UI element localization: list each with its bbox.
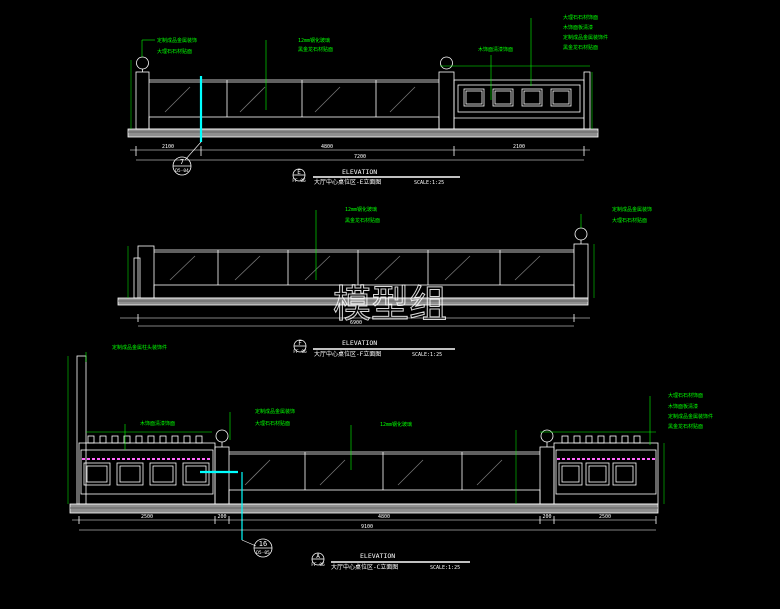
note-a-leftmid-1: 定制成品金属装饰 xyxy=(255,408,295,415)
note-f-mid-1: 12mm钢化玻璃 xyxy=(345,206,377,213)
elev-a-scale: SCALE:1:25 xyxy=(430,565,460,571)
note-f-right-2: 大理石石材贴面 xyxy=(612,217,647,224)
floor-slab xyxy=(127,128,599,138)
note-e-mid-2: 黑金龙石材贴面 xyxy=(298,46,333,53)
elevation-e xyxy=(127,18,599,182)
note-a-right-2: 木饰面板清漆 xyxy=(668,403,698,410)
section-a-number: 16 xyxy=(259,540,267,548)
dim-a-3: 4800 xyxy=(378,514,390,520)
dim-a-2: 200 xyxy=(217,514,226,520)
elev-e-heading: ELEVATION xyxy=(342,168,377,176)
note-e-right-2: 木饰面板清漆 xyxy=(563,24,593,31)
note-f-mid-2: 黑金龙石材贴面 xyxy=(345,217,380,224)
note-e-center-1: 木饰面清漆饰面 xyxy=(478,46,513,53)
note-e-right-4: 黑金龙石材贴面 xyxy=(563,44,598,51)
dim-e-2: 4800 xyxy=(321,144,333,150)
elev-a-caption: 大厅中心桌位区-C立面图 xyxy=(331,563,398,571)
note-e-mid-1: 12mm钢化玻璃 xyxy=(298,37,330,44)
elev-f-caption: 大厅中心桌位区-F立面图 xyxy=(314,350,381,358)
floor-slab xyxy=(69,503,659,514)
note-a-leftmid-2: 大理石石材贴面 xyxy=(255,420,290,427)
dim-a-4: 200 xyxy=(542,514,551,520)
note-a-top-1: 定制成品金属柱头装饰件 xyxy=(112,344,167,351)
section-e-number: 7 xyxy=(180,158,184,166)
elev-e-sheet: FF-06 xyxy=(292,178,306,184)
elev-e-scale: SCALE:1:25 xyxy=(414,180,444,186)
elev-f-letter: F xyxy=(298,340,302,347)
elev-e-letter: E xyxy=(297,169,301,176)
note-a-mid-1: 12mm钢化玻璃 xyxy=(380,421,412,428)
section-a-sheet: D5-05 xyxy=(256,550,270,556)
elev-f-sheet: FF-06 xyxy=(293,349,307,355)
elevation-f xyxy=(117,210,595,353)
elev-a-letter: A xyxy=(316,553,320,560)
dim-a-total: 9100 xyxy=(361,524,373,530)
elev-f-scale: SCALE:1:25 xyxy=(412,352,442,358)
note-e-right-1: 大理石石材饰面 xyxy=(563,14,598,21)
dim-a-5: 2500 xyxy=(599,514,611,520)
note-a-right-1: 大理石石材饰面 xyxy=(668,392,703,399)
elev-a-heading: ELEVATION xyxy=(360,552,395,560)
section-e-sheet: D5-04 xyxy=(175,168,189,174)
note-a-right-3: 定制成品金属装饰件 xyxy=(668,413,713,420)
note-f-right-1: 定制成品金属装饰 xyxy=(612,206,652,213)
note-e-left-2: 大理石石材贴面 xyxy=(157,48,192,55)
dim-e-total: 7200 xyxy=(354,154,366,160)
elevation-a xyxy=(67,352,665,566)
dim-e-1: 2100 xyxy=(162,144,174,150)
elev-a-sheet: FF-06 xyxy=(311,562,325,568)
note-e-right-3: 定制成品金属装饰件 xyxy=(563,34,608,41)
watermark: 模型组 xyxy=(333,282,447,326)
dim-e-3: 2100 xyxy=(513,144,525,150)
elev-f-heading: ELEVATION xyxy=(342,339,377,347)
elev-e-caption: 大厅中心桌位区-E立面图 xyxy=(314,178,381,186)
dim-f-total: 6900 xyxy=(350,320,362,326)
dim-a-1: 2500 xyxy=(141,514,153,520)
note-e-left-1: 定制成品金属装饰 xyxy=(157,37,197,44)
note-a-left-1: 木饰面清漆饰面 xyxy=(140,420,175,427)
note-a-right-4: 黑金龙石材贴面 xyxy=(668,423,703,430)
